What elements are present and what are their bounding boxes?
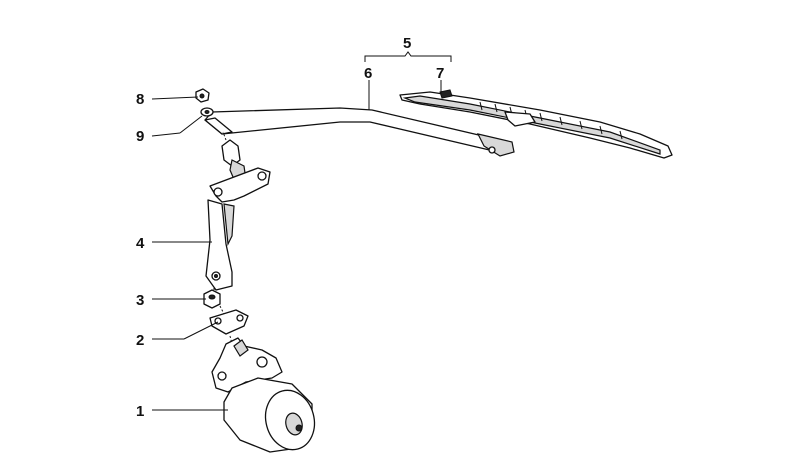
washer-part-9 (200, 107, 214, 117)
callout-4: 4 (136, 235, 145, 252)
wiper-arm (204, 107, 515, 157)
nut-part-3 (203, 289, 221, 309)
callout-9: 9 (136, 128, 144, 145)
callout-6: 6 (364, 65, 372, 82)
nut-part-8 (195, 88, 210, 103)
callout-8: 8 (136, 91, 144, 108)
mounting-plate (209, 309, 249, 335)
callout-5: 5 (403, 35, 411, 52)
drive-link (205, 167, 271, 291)
callout-2: 2 (136, 332, 144, 349)
wiper-motor (211, 337, 316, 453)
callout-5-bracket (364, 51, 452, 62)
callout-1: 1 (136, 403, 144, 420)
callout-3: 3 (136, 292, 144, 309)
wiper-blade (399, 89, 673, 159)
callout-7: 7 (436, 65, 444, 82)
leader-lines (151, 80, 442, 411)
